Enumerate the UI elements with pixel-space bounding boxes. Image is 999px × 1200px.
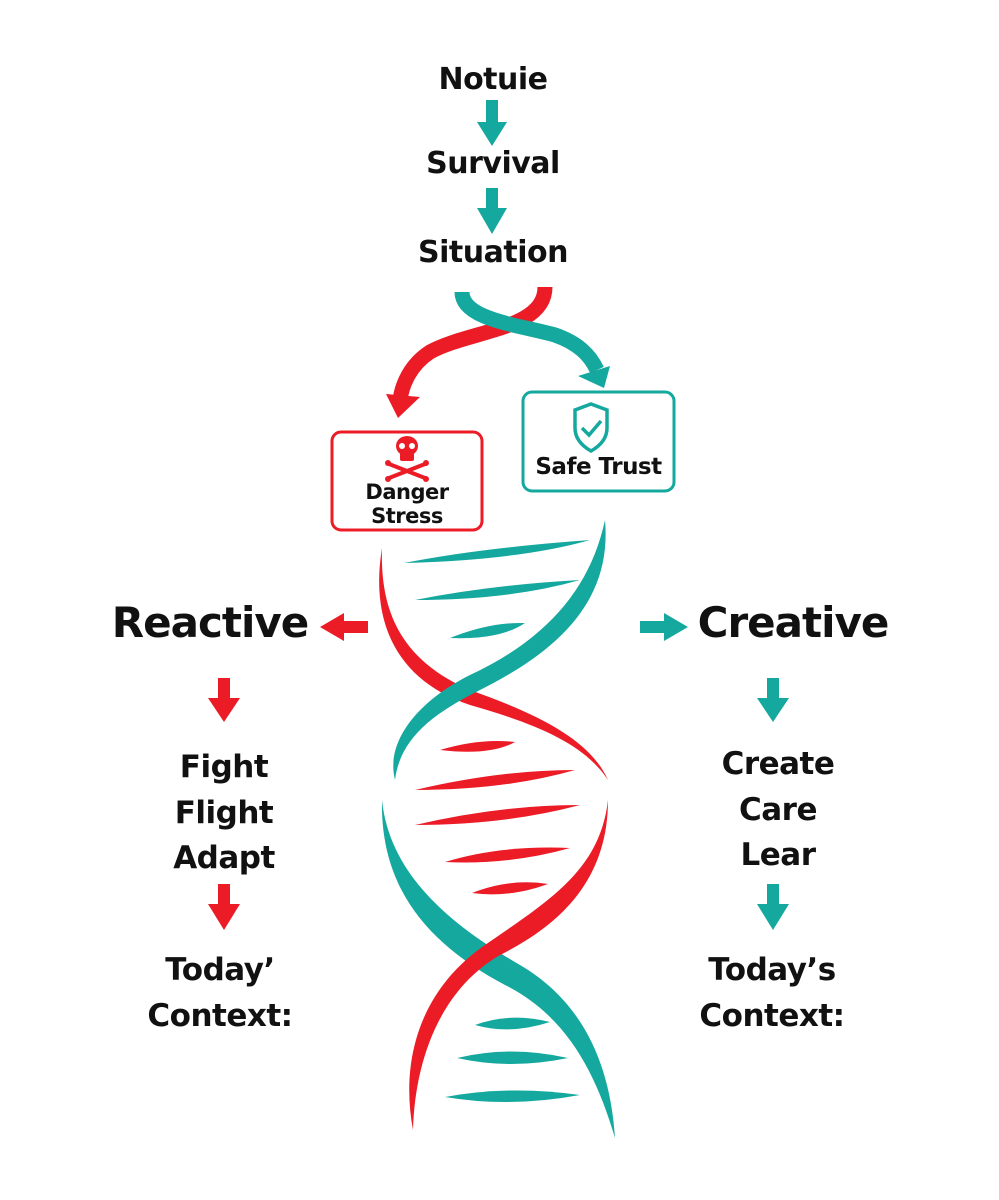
curved-arrow-to-danger-icon	[386, 286, 553, 418]
danger-stress-label: Danger Stress	[332, 480, 482, 528]
step-survival: Survival	[426, 146, 560, 181]
reactive-item-flight: Flight	[174, 795, 274, 831]
creative-item-create: Create	[721, 746, 835, 782]
danger-label: Danger	[365, 480, 449, 504]
creative-context-line1: Today’s	[708, 952, 836, 988]
arrow-right-icon	[640, 613, 688, 641]
safe-trust-label: Safe Trust	[535, 454, 662, 480]
arrow-down-icon	[208, 678, 240, 722]
reactive-context-line2: Context:	[147, 998, 293, 1034]
arrow-down-icon	[757, 678, 789, 722]
creative-heading: Creative	[697, 598, 890, 647]
creative-item-lear: Lear	[740, 837, 817, 873]
safe-trust-box	[521, 390, 676, 493]
step-situation: Situation	[418, 235, 568, 270]
skull-crossbones-icon	[385, 436, 429, 482]
reactive-item-fight: Fight	[179, 749, 269, 785]
step-notuie: Notuie	[438, 62, 548, 97]
shield-check-icon	[573, 402, 609, 454]
stress-label: Stress	[371, 504, 443, 528]
creative-item-care: Care	[739, 792, 817, 828]
arrow-down-icon	[477, 100, 507, 146]
arrow-down-icon	[208, 884, 240, 930]
reactive-context-line1: Today’	[165, 952, 275, 988]
arrow-down-icon	[477, 188, 507, 234]
reactive-heading: Reactive	[111, 598, 309, 647]
creative-context-line2: Context:	[699, 998, 845, 1034]
dna-double-helix-icon	[379, 520, 615, 1138]
danger-stress-box	[330, 430, 484, 532]
reactive-item-adapt: Adapt	[173, 840, 275, 876]
arrow-down-icon	[757, 884, 789, 930]
arrow-left-icon	[320, 613, 368, 641]
curved-arrow-to-safe-icon	[454, 290, 610, 388]
